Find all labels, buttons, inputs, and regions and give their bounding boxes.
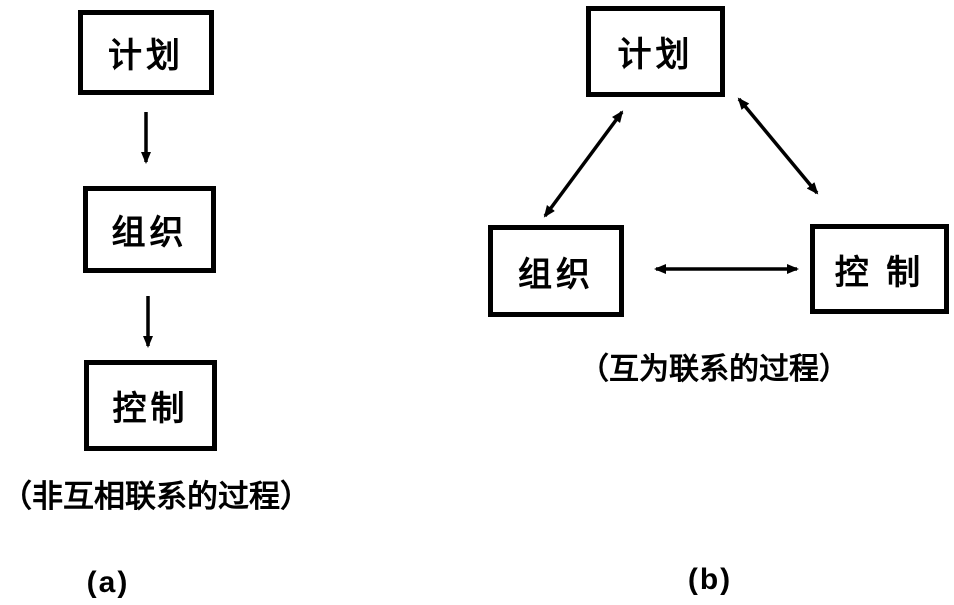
caption-panel-a: （非互相联系的过程）: [1, 479, 311, 514]
box-plan-a: 计划: [78, 10, 214, 95]
figure-label-b: (b): [687, 563, 733, 596]
box-control-a: 控制: [84, 360, 217, 451]
caption-panel-b: （互为联系的过程）: [579, 353, 849, 386]
box-plan-b: 计划: [586, 6, 725, 97]
figure-label-a: (a): [86, 566, 130, 599]
box-organize-b: 组织: [488, 225, 624, 317]
arrow-plan-organize-b: [543, 110, 624, 218]
arrow-plan-control-b: [737, 97, 819, 195]
box-organize-a: 组织: [83, 186, 216, 273]
box-control-b: 控 制: [810, 224, 949, 314]
